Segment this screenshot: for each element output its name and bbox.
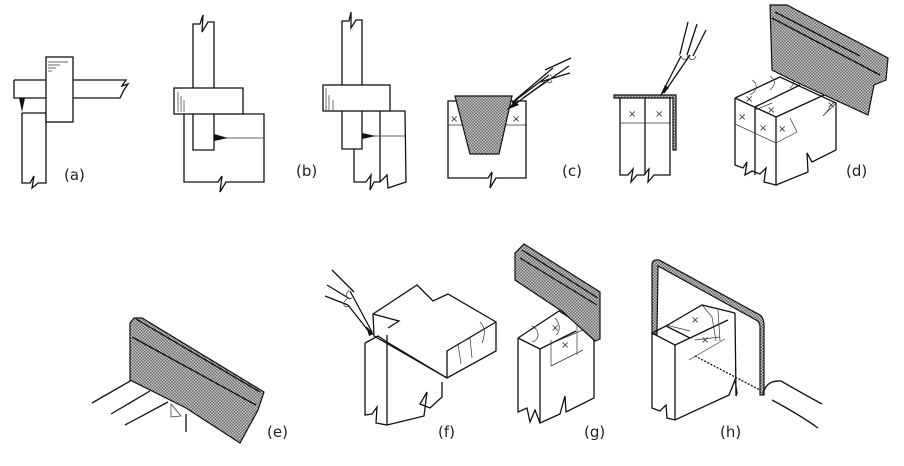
pencil-icon <box>324 269 374 336</box>
panel-label-b: (b) <box>296 162 317 180</box>
hand <box>762 380 823 429</box>
board-end <box>447 100 527 189</box>
pencil-icon <box>660 21 707 96</box>
knife-mark-icon <box>19 98 25 112</box>
panel-g: × × (g) <box>514 243 605 441</box>
panel-label-e: (e) <box>267 423 288 441</box>
face-mark: × <box>655 109 663 120</box>
panel-h: × × (h) <box>651 259 823 441</box>
lower-board <box>183 113 265 193</box>
face-mark: × <box>512 114 520 125</box>
panel-e: (e) <box>91 317 288 444</box>
panel-d: × × × × × × (d) <box>734 4 889 186</box>
face-mark: × <box>745 94 753 105</box>
face-mark: × <box>551 323 559 334</box>
upright-piece <box>21 113 47 190</box>
coping-saw-frame-icon <box>651 259 765 396</box>
panel-d-left: × × <box>613 21 707 185</box>
block-left <box>734 98 777 186</box>
saw-blade-icon <box>129 317 265 444</box>
saw-blade-teeth <box>694 355 761 391</box>
panel-c: × × (c) <box>447 57 582 189</box>
panel-label-c: (c) <box>562 162 582 180</box>
panel-label-d: (d) <box>846 162 867 180</box>
guide-lines <box>91 379 187 432</box>
face-mark: × <box>767 105 775 116</box>
panel-label-h: (h) <box>720 423 741 441</box>
saw-blade-icon <box>514 243 601 342</box>
panel-b-left <box>173 14 265 193</box>
face-mark: × <box>450 114 458 125</box>
panel-label-a: (a) <box>64 166 85 184</box>
panel-b-right: (b) <box>296 11 407 191</box>
block <box>517 322 595 425</box>
face-mark: × <box>691 315 699 326</box>
cross-piece <box>173 87 244 115</box>
square-blade <box>613 94 677 151</box>
panel-label-g: (g) <box>584 423 605 441</box>
try-square <box>45 56 74 123</box>
pin-board <box>364 342 388 426</box>
panel-a: (a) <box>13 56 130 190</box>
face-mark: × <box>628 109 636 120</box>
saw-blade-icon <box>769 4 889 116</box>
tail-board <box>372 284 497 379</box>
face-mark: × <box>561 340 569 351</box>
block <box>651 312 738 421</box>
panel-label-f: (f) <box>438 423 455 441</box>
face-mark: × <box>701 335 709 346</box>
face-mark: × <box>759 123 767 134</box>
face-mark: × <box>738 112 746 123</box>
face-mark: × <box>778 124 786 135</box>
vertical-stock <box>192 14 215 88</box>
knife-mark-icon <box>214 134 228 141</box>
horizontal-rail <box>13 79 130 114</box>
pencil-icon <box>506 57 572 110</box>
face-mark: × <box>827 100 835 111</box>
panel-f: (f) <box>324 269 497 441</box>
tail-template-shaded <box>454 95 513 155</box>
